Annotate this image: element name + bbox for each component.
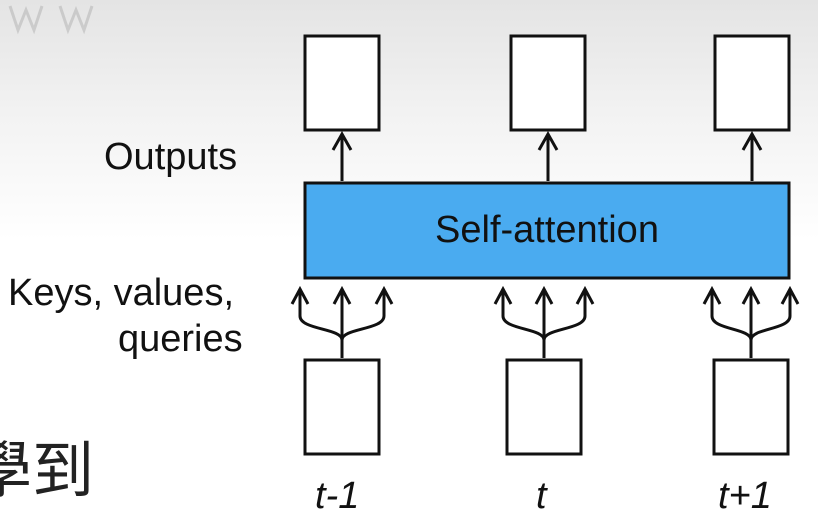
input-box-t-plus-1 xyxy=(712,358,790,456)
input-box-t xyxy=(505,358,583,456)
output-box-t-plus-1 xyxy=(713,34,791,132)
kvq-label-line2: queries xyxy=(118,318,243,360)
input-box-t-minus-1 xyxy=(303,358,381,456)
partial-caption-text: 學到 xyxy=(0,434,95,507)
kvq-arrows-t xyxy=(493,285,595,358)
output-arrows xyxy=(331,130,763,181)
timestep-label-t: t xyxy=(536,475,547,517)
kvq-arrows-t-plus-1 xyxy=(702,285,800,358)
self-attention-block xyxy=(303,181,791,280)
timestep-label-t-minus-1: t-1 xyxy=(315,475,360,517)
timestep-label-t-plus-1: t+1 xyxy=(718,475,772,517)
kvq-label-line1: Keys, values, xyxy=(8,272,234,314)
output-box-t-minus-1 xyxy=(303,34,381,132)
output-box-t xyxy=(509,34,587,132)
kvq-arrows-t-minus-1 xyxy=(290,285,394,358)
watermark-icon xyxy=(8,5,94,35)
outputs-label: Outputs xyxy=(104,136,238,178)
self-attention-label: Self-attention xyxy=(435,209,659,251)
